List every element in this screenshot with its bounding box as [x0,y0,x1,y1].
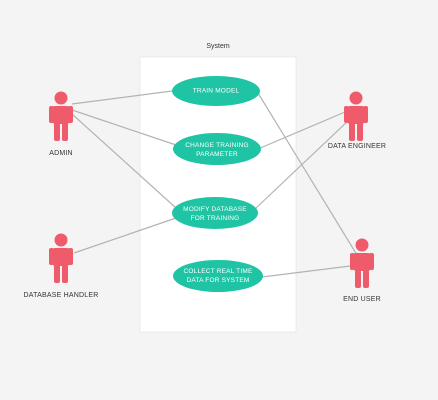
use-case-modify-db-label: MODIFY DATABASE FOR TRAINING [183,205,247,223]
use-case-modify-database[interactable] [172,197,258,229]
actor-admin-figure[interactable] [49,91,73,142]
use-case-change-training-label: CHANGE TRAINING PARAMETER [185,141,249,159]
system-title: System [206,43,230,50]
assoc-admin-change-training [71,109,177,146]
use-case-change-training-parameter[interactable] [173,133,261,165]
use-case-collect-label: COLLECT REAL TIME DATA FOR SYSTEM [183,267,252,285]
actor-admin-label: ADMIN [49,150,73,157]
use-case-collect-data[interactable] [173,260,263,292]
use-case-train-model[interactable] [172,76,260,106]
assoc-admin-modify-db [71,113,177,209]
modify-db-line2: FOR TRAINING [190,215,240,222]
actor-end-user-figure[interactable] [350,238,374,289]
collect-line2: DATA FOR SYSTEM [186,277,250,284]
actor-database-handler-figure[interactable] [49,233,73,284]
collect-line1: COLLECT REAL TIME [183,268,253,275]
train-model-text: TRAIN MODEL [192,87,240,95]
change-training-line2: PARAMETER [196,151,238,158]
assoc-admin-train-model [71,90,173,105]
use-case-train-model-label: TRAIN MODEL [193,87,240,96]
assoc-dbhandler-modify-db [73,217,177,254]
modify-db-line1: MODIFY DATABASE [183,206,247,213]
assoc-engineer-change-training [257,111,346,150]
actor-database-handler-label: DATABASE HANDLER [23,292,99,299]
assoc-enduser-train-model [257,92,358,256]
change-training-line1: CHANGE TRAINING [185,142,249,149]
actor-data-engineer-figure[interactable] [344,91,368,142]
actor-end-user-label: END USER [343,296,381,303]
actor-data-engineer-label: DATA ENGINEER [327,143,387,150]
assoc-enduser-collect [261,265,351,278]
